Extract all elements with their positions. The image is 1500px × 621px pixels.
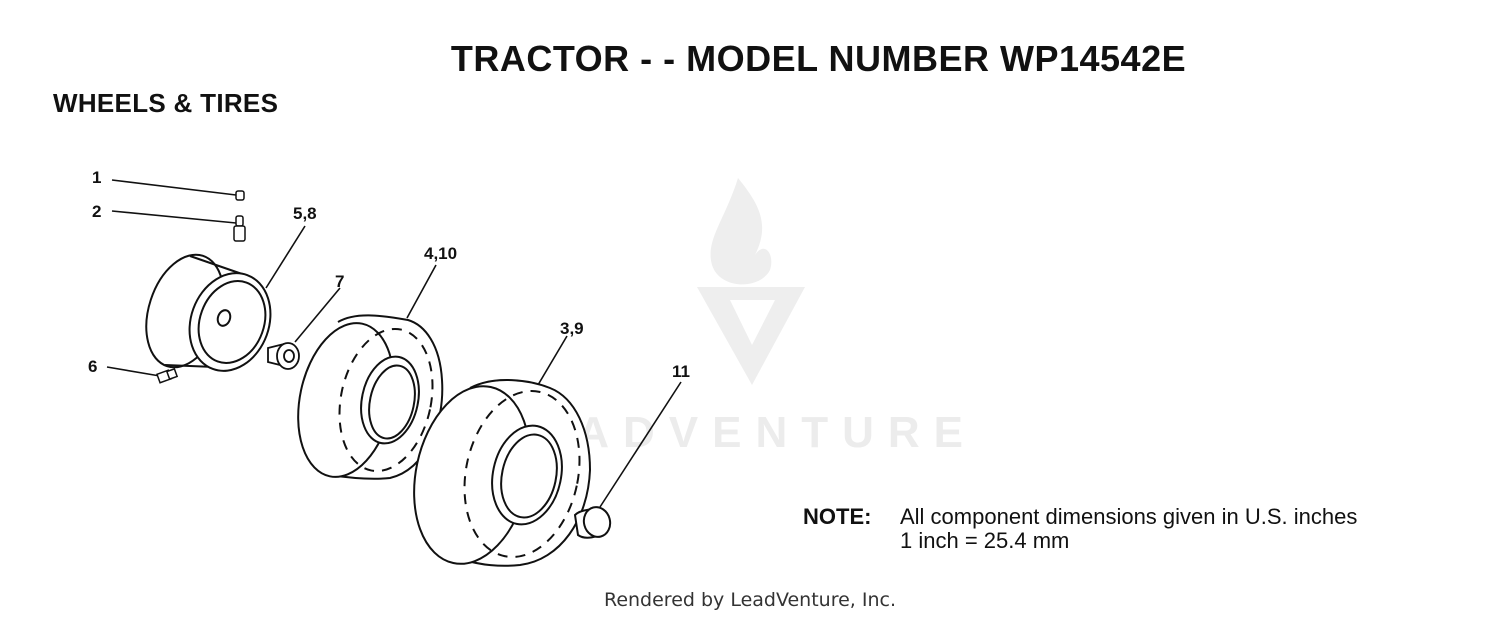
bolt bbox=[156, 367, 179, 384]
callout-1: 1 bbox=[92, 168, 101, 187]
footer-credit: Rendered by LeadVenture, Inc. bbox=[603, 589, 897, 611]
valve-stem bbox=[233, 215, 246, 242]
callout-6: 6 bbox=[88, 357, 97, 376]
valve-cap bbox=[235, 190, 245, 201]
callout-5-8: 5,8 bbox=[293, 204, 317, 223]
callout-4-10: 4,10 bbox=[424, 244, 457, 263]
callout-3-9: 3,9 bbox=[560, 319, 584, 338]
callout-2: 2 bbox=[92, 202, 101, 221]
tire-4-10 bbox=[297, 314, 444, 480]
note-line-2: 1 inch = 25.4 mm bbox=[900, 528, 1070, 553]
hub-cap bbox=[573, 506, 612, 539]
callout-7: 7 bbox=[335, 272, 344, 291]
watermark-logo bbox=[697, 178, 805, 385]
section-title: WHEELS & TIRES bbox=[53, 88, 279, 118]
note-line-1: All component dimensions given in U.S. i… bbox=[900, 504, 1358, 529]
callout-11: 11 bbox=[672, 362, 690, 381]
spacer-bushing bbox=[267, 342, 300, 370]
tire-3-9 bbox=[413, 379, 592, 567]
wheel-rim bbox=[145, 253, 272, 372]
leader-lines bbox=[106, 179, 682, 508]
note-label: NOTE: bbox=[803, 504, 872, 529]
page-title: TRACTOR - - MODEL NUMBER WP14542E bbox=[450, 38, 1187, 79]
